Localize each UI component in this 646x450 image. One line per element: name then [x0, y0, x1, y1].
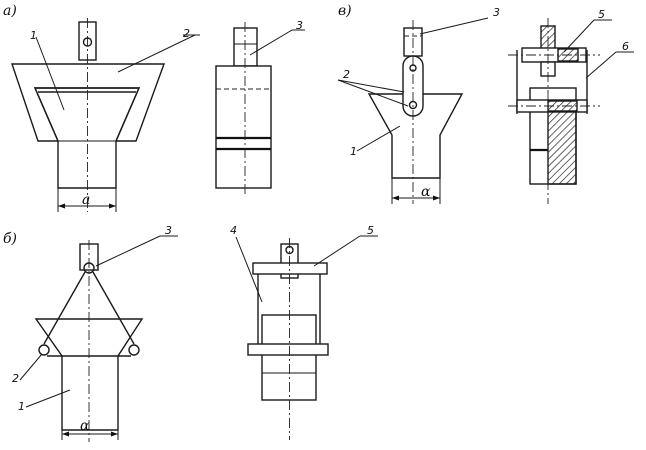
leader-2-a: [117, 34, 196, 73]
dim-v-text: α: [421, 184, 431, 200]
leader-1-a: [35, 36, 65, 111]
crossbar-top: [252, 262, 328, 275]
leader-5-b: [313, 235, 361, 267]
leader-2-v-a: [337, 79, 409, 107]
leader-5-v: [563, 19, 595, 53]
callout-5-b: 5: [367, 224, 374, 237]
section-hatched: [547, 101, 577, 185]
callout-3-v: 3: [493, 6, 500, 19]
leader-2-b: [19, 353, 43, 381]
leader-2-v-b: [337, 79, 405, 93]
panel-v: в) α 2 1 3: [337, 3, 634, 204]
pipe-b: [261, 314, 317, 401]
dim-a-text: a: [82, 192, 90, 208]
panel-v-label: в): [338, 3, 352, 19]
leader-3-v: [419, 17, 489, 35]
leader-3-a: [249, 29, 293, 56]
panel-b: б) α 3 2 1 4: [3, 224, 378, 442]
callout-1-a: 1: [30, 29, 37, 42]
sling-left: [43, 271, 86, 345]
dim-arrows-a: [58, 203, 116, 209]
leader-1-v: [356, 125, 401, 152]
side-body: [215, 65, 272, 189]
panel-b-label: б): [3, 231, 17, 247]
crossbar-bottom: [247, 343, 329, 356]
sling-right: [92, 271, 135, 345]
leader-4-b: [235, 236, 263, 303]
funnel-body: [33, 87, 141, 189]
callout-4-b: 4: [230, 224, 237, 237]
side-stem: [233, 27, 258, 67]
leader-1-b: [25, 389, 71, 408]
dim-b-text: α: [80, 418, 90, 434]
lug-right: [128, 344, 140, 356]
callout-2-v: 2: [343, 68, 350, 81]
lug-left: [38, 344, 50, 356]
panel-a-label: а): [3, 3, 17, 19]
callout-1-v: 1: [350, 145, 357, 158]
callout-2-a: 2: [183, 27, 190, 40]
callout-6-v: 6: [622, 40, 629, 53]
callout-1-b: 1: [18, 400, 25, 413]
callout-3-a: 3: [296, 19, 303, 32]
leader-3-b: [95, 235, 161, 267]
leader-6-v: [585, 51, 617, 79]
callout-5-v: 5: [598, 8, 605, 21]
callout-2-b: 2: [12, 372, 19, 385]
panel-a: а) a 1 2 3: [3, 3, 305, 212]
callout-3-b: 3: [165, 224, 172, 237]
funnel-frame: [11, 63, 165, 142]
